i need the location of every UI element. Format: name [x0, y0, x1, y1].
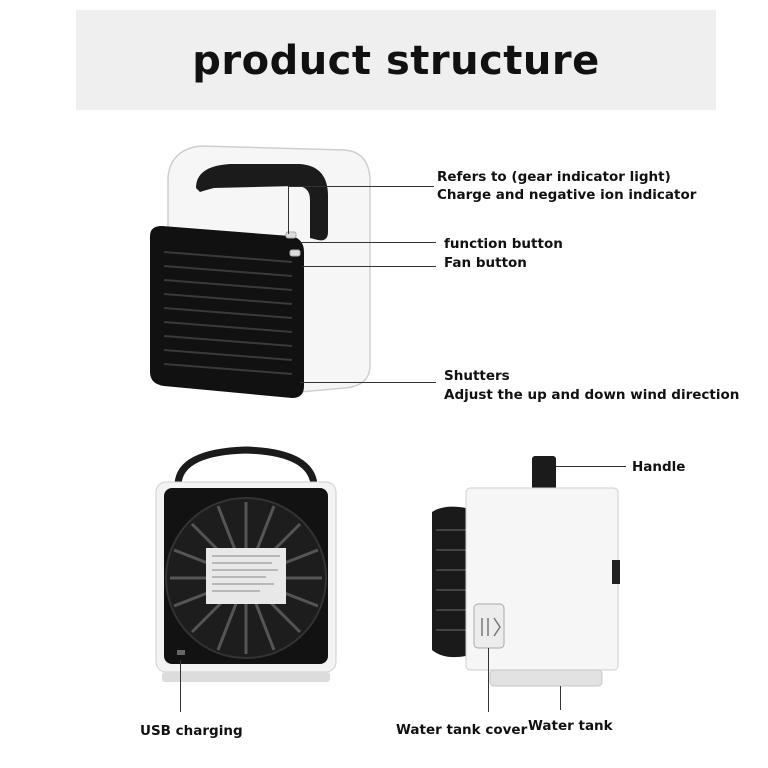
- label-water-tank-cover: Water tank cover: [396, 722, 528, 738]
- sticker-text-lines: [212, 555, 280, 592]
- side-fan-ribs: [436, 529, 466, 631]
- label-function-button: function button: [444, 236, 563, 252]
- back-device-base: [162, 672, 330, 682]
- side-device-illustration: [432, 456, 620, 687]
- top-fan-button-shape: [289, 249, 301, 257]
- label-shutters-line2: Adjust the up and down wind direction: [444, 387, 740, 403]
- label-handle: Handle: [632, 459, 686, 475]
- side-fan-guard: [432, 506, 466, 658]
- leader-usb-charging: [180, 660, 181, 712]
- back-handle: [174, 446, 318, 485]
- label-indicator-line1: Refers to (gear indicator light): [437, 169, 671, 185]
- title-band: product structure: [76, 10, 716, 110]
- page-title: product structure: [192, 38, 600, 84]
- leader-shutters: [300, 382, 436, 383]
- water-tank-cover-shape: [473, 603, 505, 649]
- leader-fan-button: [302, 266, 436, 267]
- leader-water-tank: [560, 686, 561, 710]
- label-usb-charging: USB charging: [140, 723, 243, 739]
- top-device-shutters: [163, 251, 293, 375]
- water-tank-shape: [489, 669, 603, 687]
- leader-indicator-drop: [288, 186, 289, 234]
- tank-cover-arrow-icon: [481, 617, 501, 637]
- label-water-tank: Water tank: [528, 718, 613, 734]
- leader-function-button: [300, 242, 436, 243]
- top-carry-strap: [196, 164, 328, 241]
- label-indicator-line2: Charge and negative ion indicator: [437, 187, 697, 203]
- usb-port: [177, 650, 185, 655]
- rating-sticker: [206, 548, 286, 604]
- leader-handle: [556, 466, 626, 467]
- side-device-back-edge: [612, 560, 620, 584]
- back-device-illustration: [155, 446, 337, 682]
- label-fan-button: Fan button: [444, 255, 527, 271]
- side-handle: [532, 456, 556, 490]
- leader-indicator: [288, 186, 434, 187]
- leader-water-tank-cover: [488, 648, 489, 712]
- label-shutters-line1: Shutters: [444, 368, 510, 384]
- top-device-illustration: [150, 145, 371, 398]
